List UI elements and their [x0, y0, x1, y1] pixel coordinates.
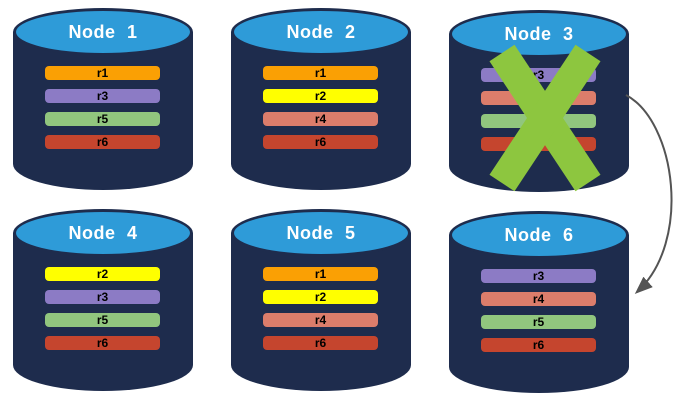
- cylinder-body: [13, 32, 193, 190]
- cylinder-top: Node 3: [449, 10, 629, 58]
- replica-bar: r1: [263, 66, 378, 80]
- replica-bar: r6: [45, 336, 160, 350]
- replica-bar: r2: [263, 290, 378, 304]
- node-2: Node 2 r1 r2 r4 r6: [231, 8, 411, 190]
- node-title: Node 2: [286, 22, 356, 42]
- replica-list: r3 r4 r5 r6: [481, 269, 596, 352]
- replica-list: r1 r3 r5 r6: [45, 66, 160, 149]
- cylinder-body: [13, 233, 193, 391]
- node-3: Node 3 r3: [449, 10, 629, 192]
- replica-bar: r3: [45, 89, 160, 103]
- cylinder-body: [449, 235, 629, 393]
- replica-bar: r1: [45, 66, 160, 80]
- failure-x-icon: [489, 44, 601, 192]
- cylinder-top: Node 2: [231, 8, 411, 56]
- replica-bar: r6: [263, 135, 378, 149]
- node-title: Node 4: [68, 223, 138, 243]
- replica-bar: r5: [481, 315, 596, 329]
- replica-bar: r3: [45, 290, 160, 304]
- replica-list: r1 r2 r4 r6: [263, 267, 378, 350]
- replica-bar: r5: [45, 313, 160, 327]
- replica-bar: r6: [263, 336, 378, 350]
- node-title: Node 5: [286, 223, 356, 243]
- node-title: Node 1: [68, 22, 138, 42]
- cylinder-top: Node 6: [449, 211, 629, 259]
- replica-bar: r6: [481, 338, 596, 352]
- replica-bar: r4: [481, 292, 596, 306]
- node-5: Node 5 r1 r2 r4 r6: [231, 209, 411, 391]
- replica-bar: r2: [45, 267, 160, 281]
- cylinder-top: Node 4: [13, 209, 193, 257]
- replica-bar: r6: [45, 135, 160, 149]
- replica-bar: r5: [45, 112, 160, 126]
- replica-list: r1 r2 r4 r6: [263, 66, 378, 149]
- node-4: Node 4 r2 r3 r5 r6: [13, 209, 193, 391]
- node-title: Node 3: [504, 24, 574, 44]
- replica-bar: r3: [481, 269, 596, 283]
- cylinder-top: Node 5: [231, 209, 411, 257]
- cylinder-body: [231, 233, 411, 391]
- node-1: Node 1 r1 r3 r5 r6: [13, 8, 193, 190]
- node-6: Node 6 r3 r4 r5 r6: [449, 211, 629, 393]
- replica-bar: r4: [263, 313, 378, 327]
- replica-bar: r4: [263, 112, 378, 126]
- cylinder-body: [231, 32, 411, 190]
- node-title: Node 6: [504, 225, 574, 245]
- cylinder-top: Node 1: [13, 8, 193, 56]
- replica-bar: r1: [263, 267, 378, 281]
- replica-list: r2 r3 r5 r6: [45, 267, 160, 350]
- replica-bar: r2: [263, 89, 378, 103]
